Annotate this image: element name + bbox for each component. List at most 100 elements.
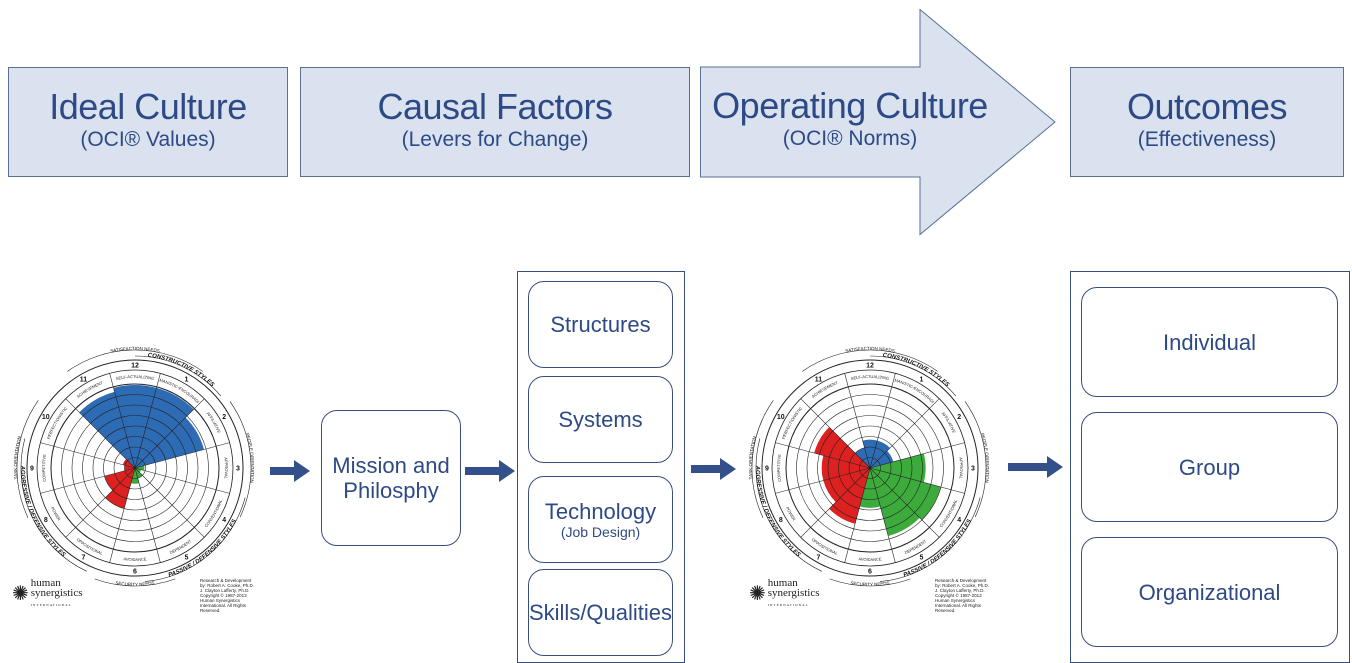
style-label-path: AVOIDANCE	[858, 556, 882, 562]
header-subtitle: (Effectiveness)	[1137, 128, 1277, 151]
wheel-group: 121234567891011SELF-ACTUALIZINGHUMANISTI…	[737, 332, 990, 587]
style-label: AVOIDANCE	[858, 556, 882, 562]
style-number: 11	[815, 376, 823, 383]
grid-spoke	[109, 467, 136, 563]
data-wedge-8	[104, 468, 135, 491]
outer-label: PEOPLE ORIENTATION	[980, 432, 990, 483]
grid-ring	[796, 394, 944, 542]
outer-label-path: TASK ORIENTATION	[13, 436, 22, 480]
grid-ring	[817, 415, 923, 521]
outer-label-path: PEOPLE ORIENTATION	[245, 432, 255, 483]
style-label-path: SELF-ACTUALIZING	[850, 374, 889, 381]
style-label: AVOIDANCE	[123, 556, 147, 562]
style-number: 9	[765, 466, 769, 473]
grid-spoke	[869, 467, 965, 494]
style-number: 3	[971, 466, 975, 473]
grid-spoke	[800, 398, 871, 469]
outer-label-path: PEOPLE ORIENTATION	[980, 432, 990, 483]
style-number: 2	[957, 414, 961, 421]
outer-label: SATISFACTION NEEDS	[845, 346, 895, 354]
header-ideal-culture: Ideal Culture (OCI® Values)	[8, 67, 288, 177]
outer-arc	[879, 497, 981, 582]
grid-spoke	[40, 442, 136, 469]
grid-ring	[71, 404, 199, 532]
grid-spoke	[869, 398, 940, 469]
lever-label: Technology	[544, 499, 657, 524]
outer-arc	[964, 401, 987, 518]
outer-label: SECURITY NEEDS	[115, 580, 155, 587]
header-title: Causal Factors	[377, 86, 613, 127]
data-wedge-7	[829, 468, 870, 524]
style-number: 1	[920, 376, 924, 383]
style-ring	[771, 369, 969, 567]
outcomes-frame: Individual Group Organizational	[1070, 271, 1350, 663]
grid-ring	[806, 404, 934, 532]
outcome-box-organizational: Organizational	[1081, 537, 1338, 647]
data-wedge-6	[859, 468, 881, 508]
style-number: 6	[868, 569, 872, 576]
lever-label: Skills/Qualities	[528, 600, 673, 625]
grid-spoke	[869, 373, 896, 469]
wheel-group: 121234567891011SELF-ACTUALIZINGHUMANISTI…	[2, 332, 255, 587]
grid-ring	[113, 446, 157, 490]
style-number: 3	[236, 466, 240, 473]
lever-label: Structures	[550, 312, 651, 337]
grid-spoke	[775, 442, 871, 469]
credit-text: Research & Development by: Robert A. Coo…	[200, 578, 255, 613]
style-number: 4	[957, 517, 961, 524]
lever-sublabel: (Job Design)	[560, 524, 641, 540]
style-label: APPROVAL	[223, 457, 229, 480]
grid-ring	[838, 436, 902, 500]
logo-text: synergistics	[30, 587, 83, 599]
outer-arc	[755, 438, 822, 572]
header-subtitle: (Levers for Change)	[401, 128, 589, 151]
data-wedge-2	[135, 417, 204, 468]
data-wedge-11	[855, 447, 870, 468]
outer-arc	[94, 578, 176, 587]
style-label-path: POWER	[785, 506, 797, 522]
header-subtitle: (OCI® Values)	[80, 128, 216, 151]
lever-box-technology: Technology (Job Design)	[528, 476, 673, 563]
data-wedge-8	[823, 468, 870, 503]
header-subtitle: (OCI® Norms)	[782, 127, 918, 150]
grid-spoke	[134, 442, 230, 469]
style-number: 10	[42, 414, 50, 421]
grid-spoke	[869, 467, 940, 538]
mission-and-philosophy-box: Mission and Philosphy	[321, 410, 461, 546]
grid-ring	[50, 383, 220, 553]
outer-arc	[144, 497, 246, 582]
grid-spoke	[40, 467, 136, 494]
outer-arc	[802, 349, 938, 372]
header-outcomes: Outcomes (Effectiveness)	[1070, 67, 1344, 177]
data-wedge-3	[135, 465, 145, 471]
lever-box-systems: Systems	[528, 376, 673, 463]
grid-ring	[859, 457, 881, 479]
grid-spoke	[65, 398, 136, 469]
data-wedge-12	[862, 439, 878, 468]
flow-arrow	[465, 460, 515, 482]
credit-text: Research & Development by: Robert A. Coo…	[935, 578, 990, 613]
grid-spoke	[134, 467, 230, 494]
style-number: 5	[185, 555, 189, 562]
outer-arc	[20, 438, 87, 572]
style-label-path: COMPETITIVE	[41, 454, 47, 483]
style-number: 9	[30, 466, 34, 473]
data-wedge-11	[79, 391, 135, 468]
header-title: Operating Culture	[712, 85, 988, 126]
flow-arrow	[691, 458, 736, 480]
style-number: 8	[779, 517, 783, 524]
outer-label: TASK ORIENTATION	[748, 436, 757, 480]
style-number: 12	[866, 363, 874, 370]
style-label: SELF-ACTUALIZING	[115, 374, 154, 381]
data-wedge-6	[130, 468, 140, 484]
outer-label-path: SATISFACTION NEEDS	[845, 346, 895, 354]
outer-label: PEOPLE ORIENTATION	[245, 432, 255, 483]
grid-ring	[124, 457, 146, 479]
outer-arc	[829, 578, 911, 587]
grid-spoke	[844, 373, 871, 469]
style-number: 8	[44, 517, 48, 524]
sunburst-icon: ✺	[12, 583, 29, 605]
data-wedge-3	[870, 453, 926, 483]
